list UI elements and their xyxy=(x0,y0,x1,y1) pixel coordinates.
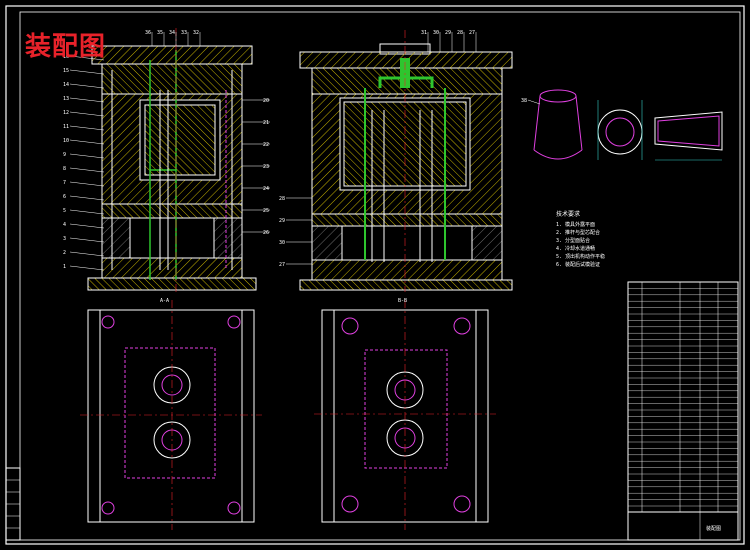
inner-border xyxy=(19,11,741,541)
callout-right-2: 22 xyxy=(263,142,269,148)
callout-right-3: 23 xyxy=(263,164,269,170)
note-5: 5. 顶出机构动作平稳 xyxy=(556,253,605,260)
product-iso xyxy=(533,89,583,160)
callout-left-0: 16 xyxy=(63,54,69,60)
callout-left-7: 9 xyxy=(63,152,66,158)
callout-topleft-3: 33 xyxy=(181,30,187,36)
callout-left-14-leader xyxy=(69,251,105,257)
right-plan-view xyxy=(314,300,496,530)
bom-table xyxy=(627,281,739,513)
callout-left-10-leader xyxy=(69,195,105,201)
callout-left-9-leader xyxy=(69,181,105,187)
bom-rows xyxy=(628,288,738,507)
callout-right-4: 24 xyxy=(263,186,269,192)
callout-left-15-leader xyxy=(69,265,105,271)
callout-left-10: 6 xyxy=(63,194,66,200)
callout-mid-1: 29 xyxy=(279,218,285,224)
callout-topright-2: 29 xyxy=(445,30,451,36)
callout-right-6: 26 xyxy=(263,230,269,236)
callout-left-1: 15 xyxy=(63,68,69,74)
callout-product-0-leader xyxy=(527,99,541,105)
callout-left-5-leader xyxy=(69,125,105,131)
callout-left-8-leader xyxy=(69,167,105,173)
callout-left-11: 5 xyxy=(63,208,66,214)
callout-left-1-leader xyxy=(69,69,105,75)
callout-mid-0: 28 xyxy=(279,196,285,202)
callout-topleft-0: 36 xyxy=(145,30,151,36)
callout-left-5: 11 xyxy=(63,124,69,130)
note-6: 6. 装配后试模验证 xyxy=(556,261,600,268)
callout-left-8: 8 xyxy=(63,166,66,172)
note-1: 1. 模具外露平面 xyxy=(556,221,595,228)
callout-left-6: 10 xyxy=(63,138,69,144)
product-side-view xyxy=(654,111,723,161)
callout-left-12: 4 xyxy=(63,222,66,228)
note-4: 4. 冷却水道通畅 xyxy=(556,245,595,252)
callout-right-1: 21 xyxy=(263,120,269,126)
title-block: 装配图 xyxy=(627,511,739,541)
callout-topright-4: 27 xyxy=(469,30,475,36)
callout-product-0: 38 xyxy=(521,98,527,104)
callout-left-15: 1 xyxy=(63,264,66,270)
drawing-title: 装配图 xyxy=(25,32,107,62)
callout-topleft-2: 34 xyxy=(169,30,175,36)
callout-left-13: 3 xyxy=(63,236,66,242)
section-label-bb: B-B xyxy=(398,298,407,304)
callout-left-4-leader xyxy=(69,111,105,117)
left-section-view xyxy=(87,28,257,292)
callout-left-3: 13 xyxy=(63,96,69,102)
title-block-label: 装配图 xyxy=(706,525,721,532)
callout-left-3-leader xyxy=(69,97,105,103)
callout-left-0-leader xyxy=(69,55,105,61)
tech-notes: 技术要求 1. 模具外露平面 2. 推杆与型芯配合 3. 分型面贴合 4. 冷却… xyxy=(556,210,605,268)
callout-left-2-leader xyxy=(69,83,105,89)
callout-mid-2: 30 xyxy=(279,240,285,246)
note-2: 2. 推杆与型芯配合 xyxy=(556,229,600,236)
callout-topleft-4: 32 xyxy=(193,30,199,36)
callout-left-12-leader xyxy=(69,223,105,229)
callout-left-9: 7 xyxy=(63,180,66,186)
right-section-view xyxy=(299,30,513,292)
revision-block xyxy=(5,467,21,541)
callout-right-0: 20 xyxy=(263,98,269,104)
callout-left-4: 12 xyxy=(63,110,69,116)
callout-left-14: 2 xyxy=(63,250,66,256)
notes-heading: 技术要求 xyxy=(556,210,580,218)
callout-left-11-leader xyxy=(69,209,105,215)
callout-topright-3: 28 xyxy=(457,30,463,36)
callout-topright-1: 30 xyxy=(433,30,439,36)
callout-mid-3: 27 xyxy=(279,262,285,268)
callout-right-5: 25 xyxy=(263,208,269,214)
left-plan-view xyxy=(80,300,262,530)
product-top-view xyxy=(597,100,643,160)
section-label-aa: A-A xyxy=(160,298,169,304)
callout-topright-0: 31 xyxy=(421,30,427,36)
note-3: 3. 分型面贴合 xyxy=(556,237,590,244)
drawing-border xyxy=(5,5,745,545)
callout-left-6-leader xyxy=(69,139,105,145)
callout-topleft-1: 35 xyxy=(157,30,163,36)
callout-left-7-leader xyxy=(69,153,105,159)
callout-left-13-leader xyxy=(69,237,105,243)
callout-left-2: 14 xyxy=(63,82,69,88)
